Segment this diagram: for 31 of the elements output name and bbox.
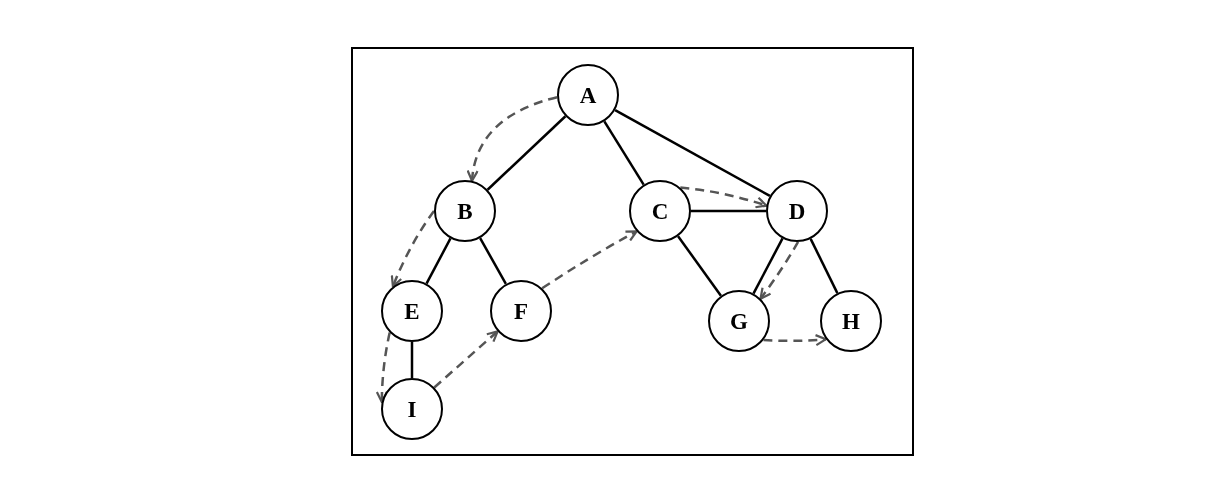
graph-node xyxy=(434,180,496,242)
node-label: H xyxy=(842,309,860,333)
edge-line xyxy=(486,115,567,191)
dashed-arrow xyxy=(375,332,391,404)
edge-line xyxy=(691,209,766,213)
node-label: G xyxy=(730,309,748,333)
edge-line xyxy=(677,235,722,297)
dashed-arrow xyxy=(541,230,638,290)
graph-node xyxy=(820,290,882,352)
node-label: F xyxy=(513,299,529,323)
node-label: C xyxy=(651,199,669,223)
dashed-arrow xyxy=(759,241,800,300)
dashed-arrow xyxy=(763,333,827,347)
edge-line xyxy=(614,108,771,198)
node-label: B xyxy=(457,199,473,223)
graph-node xyxy=(629,180,691,242)
node-label: E xyxy=(404,299,420,323)
graph-node xyxy=(708,290,770,352)
dashed-arrow xyxy=(433,330,499,389)
edge-line xyxy=(479,237,507,285)
edge-line xyxy=(603,120,645,186)
node-label: I xyxy=(407,397,417,421)
edge-line xyxy=(410,342,414,378)
node-label: D xyxy=(788,199,806,223)
graph-node xyxy=(381,378,443,440)
dashed-arrow xyxy=(467,95,558,182)
graph-node xyxy=(490,280,552,342)
graph-node xyxy=(557,64,619,126)
dashed-arrow xyxy=(680,186,768,209)
dashed-arrow xyxy=(390,210,435,288)
node-label: A xyxy=(579,83,597,107)
